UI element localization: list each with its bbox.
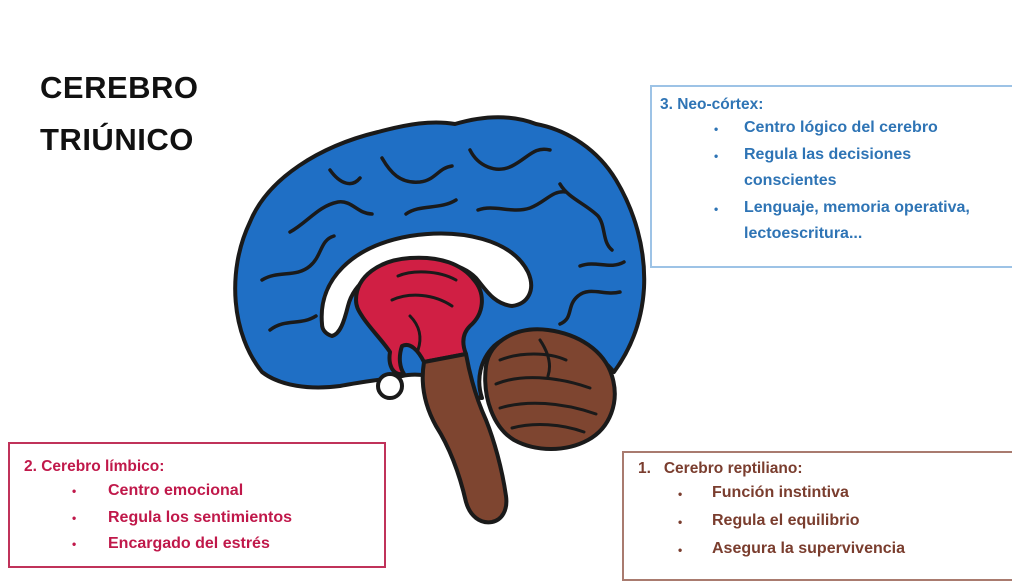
bullet-icon: • (714, 116, 718, 143)
list-item: •Lenguaje, memoria operativa, (660, 195, 1012, 222)
neocortex-list: •Centro lógico del cerebro •Regula las d… (660, 115, 1012, 248)
bullet-icon: • (714, 143, 718, 170)
bullet-icon: • (72, 478, 76, 505)
list-item: •Centro lógico del cerebro (660, 115, 1012, 142)
reptilian-box-title: 1. Cerebro reptiliano: (638, 459, 1012, 479)
list-item: •Asegura la supervivencia (638, 535, 1012, 563)
bullet-icon: • (72, 531, 76, 558)
list-item: •Regula las decisiones (660, 142, 1012, 169)
list-item: •Regula los sentimientos (24, 505, 384, 532)
limbic-list: •Centro emocional •Regula los sentimient… (24, 478, 384, 558)
bullet-icon: • (72, 505, 76, 532)
bullet-icon: • (678, 536, 682, 564)
neocortex-info-box: 3. Neo-córtex: •Centro lógico del cerebr… (650, 85, 1012, 268)
list-item: •Centro emocional (24, 478, 384, 505)
neocortex-box-title: 3. Neo-córtex: (660, 95, 1012, 115)
list-item: •Función instintiva (638, 479, 1012, 507)
bullet-icon: • (714, 196, 718, 223)
pituitary-region (378, 374, 402, 398)
reptilian-info-box: 1. Cerebro reptiliano: •Función instinti… (622, 451, 1012, 581)
limbic-box-title: 2. Cerebro límbico: (24, 456, 384, 478)
bullet-icon: • (678, 508, 682, 536)
list-item-continuation: lectoescritura... (660, 221, 1012, 248)
limbic-info-box: 2. Cerebro límbico: •Centro emocional •R… (8, 442, 386, 568)
reptilian-list: •Función instintiva •Regula el equilibri… (638, 479, 1012, 563)
bullet-icon: • (678, 480, 682, 508)
list-item: •Encargado del estrés (24, 531, 384, 558)
list-item-continuation: conscientes (660, 168, 1012, 195)
list-item: •Regula el equilibrio (638, 507, 1012, 535)
